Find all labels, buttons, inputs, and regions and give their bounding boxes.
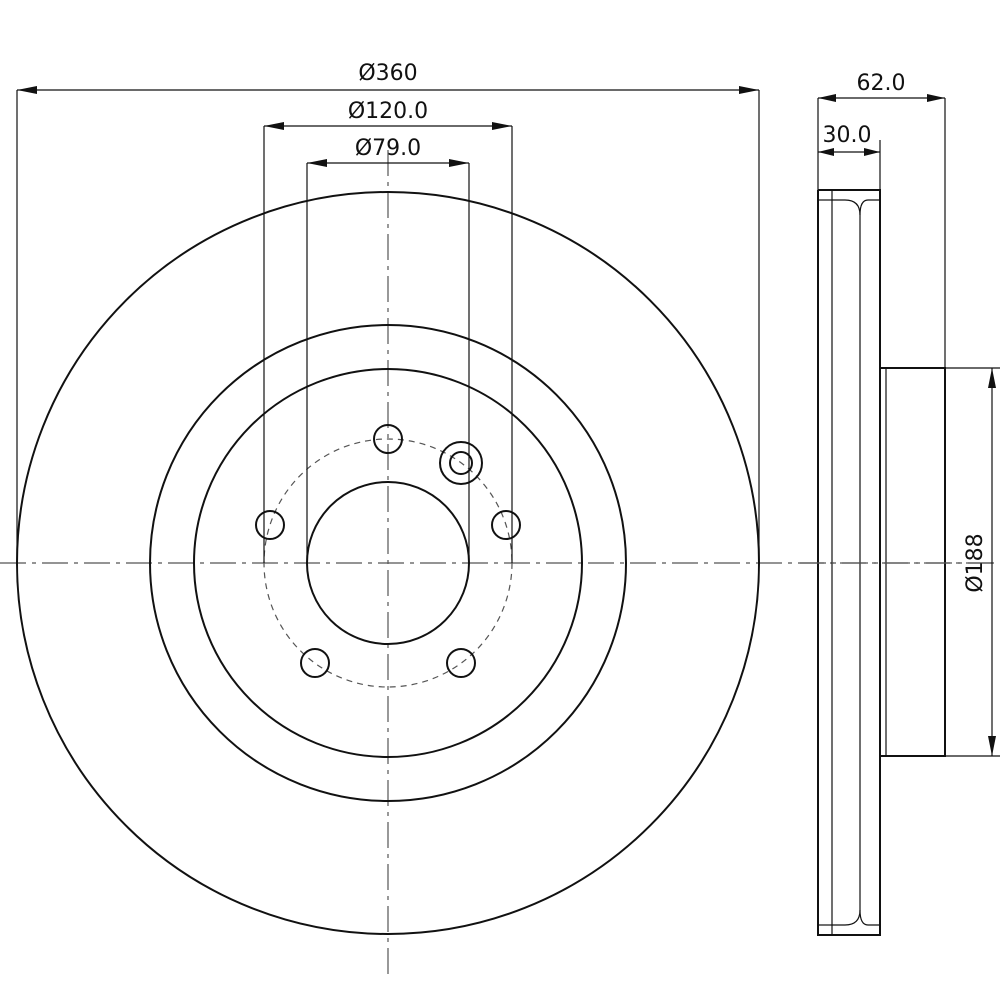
locating-hole-outer — [439, 441, 483, 485]
hat-side-outline — [880, 367, 946, 757]
total-height-label: 62.0 — [857, 71, 906, 96]
locating-hole-inner — [449, 451, 473, 475]
pcd-dimension: Ø120.0 — [263, 99, 513, 563]
hat-diameter-dimension: Ø188 — [945, 367, 1000, 757]
hat-outer-circle — [193, 368, 583, 758]
bolt-hole — [446, 648, 476, 678]
disc-side-outline — [817, 189, 881, 936]
outer-diameter-label: Ø360 — [358, 61, 417, 86]
bolt-hole — [255, 510, 285, 540]
center-bore-label: Ø79.0 — [355, 136, 421, 161]
pcd-label: Ø120.0 — [348, 99, 428, 124]
outer-diameter-dimension: Ø360 — [16, 61, 760, 563]
hat-diameter-label: Ø188 — [963, 533, 988, 592]
friction-ring-inner-circle — [149, 324, 627, 802]
side-view: 62.0 30.0 Ø188 — [800, 71, 1000, 936]
disc-thickness-label: 30.0 — [823, 123, 872, 148]
total-height-dimension: 62.0 — [817, 71, 946, 368]
bolt-hole — [491, 510, 521, 540]
bolt-hole — [373, 424, 403, 454]
front-view: Ø360 Ø120.0 Ø79.0 — [0, 61, 995, 975]
center-bore-dimension: Ø79.0 — [306, 136, 470, 563]
disc-thickness-dimension: 30.0 — [818, 123, 881, 190]
bolt-hole — [300, 648, 330, 678]
